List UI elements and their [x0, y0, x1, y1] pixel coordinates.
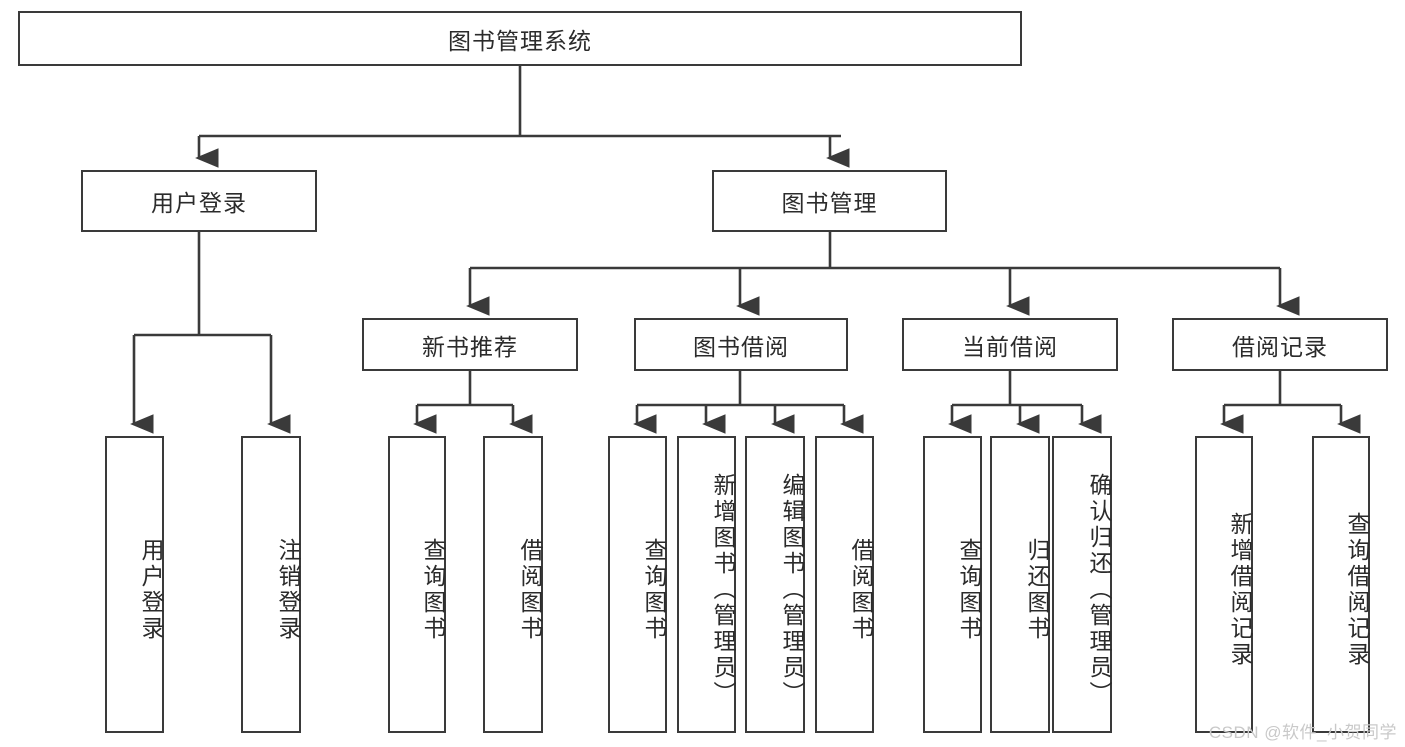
- node-current-borrowing[interactable]: 当前借阅: [902, 318, 1118, 371]
- leaf-query-book-current[interactable]: 查询图书: [923, 436, 982, 733]
- node-label: 注销登录: [275, 537, 301, 642]
- node-book-management[interactable]: 图书管理: [712, 170, 947, 232]
- node-borrowing-record[interactable]: 借阅记录: [1172, 318, 1388, 371]
- leaf-add-borrow-record[interactable]: 新增借阅记录: [1195, 436, 1253, 733]
- node-label: 新增图书（管理员）: [710, 472, 736, 707]
- node-label: 用户登录: [138, 537, 164, 642]
- node-label: 归还图书: [1024, 537, 1050, 642]
- node-label: 借阅记录: [1232, 333, 1328, 360]
- leaf-borrow-book-recommendation[interactable]: 借阅图书: [483, 436, 543, 733]
- node-label: 查询借阅记录: [1344, 511, 1370, 668]
- node-label: 借阅图书: [517, 537, 543, 642]
- leaf-add-book-admin[interactable]: 新增图书（管理员）: [677, 436, 736, 733]
- node-user-login[interactable]: 用户登录: [81, 170, 317, 232]
- node-label: 借阅图书: [848, 537, 874, 642]
- node-label: 新增借阅记录: [1227, 511, 1253, 668]
- leaf-return-book[interactable]: 归还图书: [990, 436, 1050, 733]
- node-label: 查询图书: [956, 537, 982, 642]
- node-label: 图书管理: [781, 190, 878, 216]
- node-label: 图书借阅: [693, 333, 789, 360]
- leaf-query-book-borrowing[interactable]: 查询图书: [608, 436, 667, 733]
- node-new-book-recommendation[interactable]: 新书推荐: [362, 318, 578, 371]
- node-label: 编辑图书（管理员）: [779, 472, 805, 707]
- leaf-user-login[interactable]: 用户登录: [105, 436, 164, 733]
- node-root-book-management-system[interactable]: 图书管理系统: [18, 11, 1022, 66]
- node-label: 确认归还（管理员）: [1086, 472, 1112, 707]
- leaf-borrow-book-borrowing[interactable]: 借阅图书: [815, 436, 874, 733]
- node-label: 查询图书: [420, 537, 446, 642]
- leaf-logout[interactable]: 注销登录: [241, 436, 301, 733]
- node-label: 查询图书: [641, 537, 667, 642]
- node-label: 新书推荐: [422, 333, 518, 360]
- csdn-watermark: CSDN @软件_小贺同学: [1208, 723, 1397, 742]
- node-label: 用户登录: [151, 190, 247, 216]
- leaf-query-book-recommendation[interactable]: 查询图书: [388, 436, 446, 733]
- leaf-query-borrow-record[interactable]: 查询借阅记录: [1312, 436, 1370, 733]
- node-label: 图书管理系统: [448, 27, 592, 54]
- leaf-edit-book-admin[interactable]: 编辑图书（管理员）: [745, 436, 805, 733]
- leaf-confirm-return-admin[interactable]: 确认归还（管理员）: [1052, 436, 1112, 733]
- node-label: 当前借阅: [962, 333, 1058, 360]
- node-book-borrowing[interactable]: 图书借阅: [634, 318, 848, 371]
